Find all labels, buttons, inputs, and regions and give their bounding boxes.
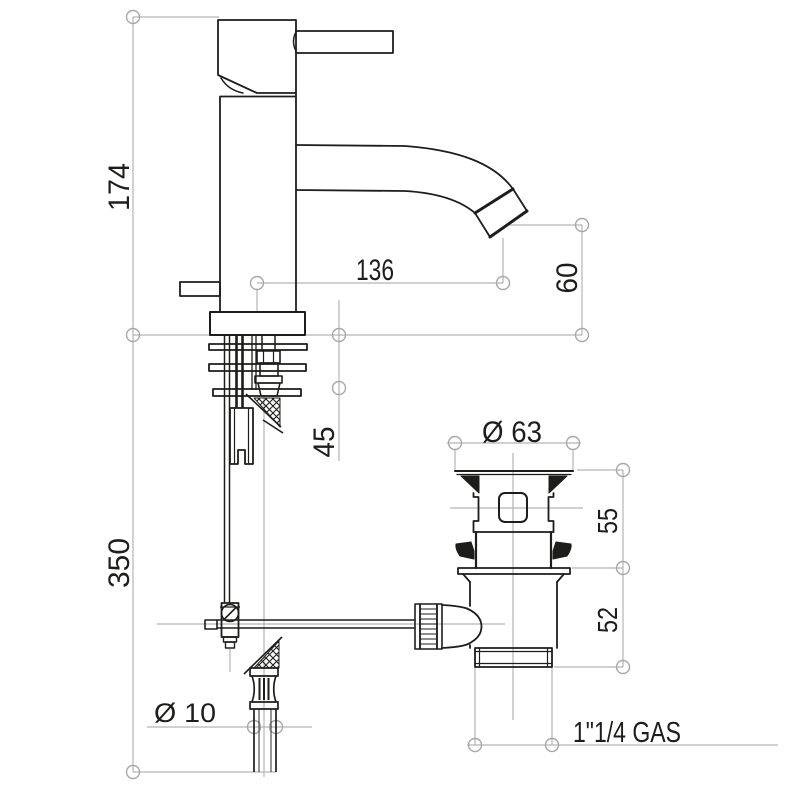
dimension-labels: 174 350 45 60 55 52 136 Ø 63 Ø 10 1"1/4 … — [103, 163, 681, 749]
marker-circle — [249, 275, 265, 291]
dimension-lines — [132, 16, 778, 777]
hose-break-upper — [245, 393, 284, 434]
washer-plate — [208, 363, 307, 372]
aerator-joint-line — [473, 187, 515, 215]
dim-label-dia63: Ø 63 — [482, 416, 542, 449]
handle-lever — [295, 30, 394, 54]
fixing-wing-right — [552, 541, 572, 560]
clamp-screw — [220, 603, 240, 623]
dim-label-45: 45 — [308, 427, 341, 458]
supply-pipe — [251, 336, 257, 390]
dimension-markers — [125, 9, 631, 780]
marker-circle — [495, 275, 511, 291]
side-tab — [179, 281, 221, 297]
clamp-nut — [224, 641, 236, 649]
washer-plate — [208, 343, 308, 351]
rod-knurled-nut — [414, 603, 443, 650]
dim-label-174: 174 — [103, 163, 136, 211]
marker-circle — [125, 764, 141, 780]
fixing-wing-left — [455, 541, 475, 560]
knurl-cap-right — [436, 603, 443, 650]
dim-label-136: 136 — [356, 254, 394, 287]
knurl-body — [419, 603, 438, 650]
marker-circle — [574, 327, 590, 343]
lever-root-arc — [292, 31, 297, 52]
spout — [295, 144, 528, 238]
marker-circle — [615, 560, 631, 576]
marker-circle — [447, 435, 463, 451]
marker-circle — [544, 737, 560, 753]
marker-circle — [467, 737, 483, 753]
marker-circle — [331, 380, 347, 396]
marker-circle — [615, 462, 631, 478]
faucet — [179, 19, 529, 336]
waste-body-upper-right — [547, 492, 555, 533]
tailpiece-threads — [474, 647, 553, 668]
marker-circle — [331, 327, 347, 343]
dim-label-dia10: Ø 10 — [154, 698, 216, 728]
inlet-boss-top — [441, 604, 468, 610]
waste-tailpiece — [474, 647, 553, 668]
flexible-hose-lower — [243, 636, 283, 772]
hose-break-cut — [262, 419, 284, 434]
washer-plate — [212, 388, 302, 397]
rod-fork-inner — [233, 408, 250, 464]
push-button — [498, 492, 528, 523]
fitting-nut — [256, 350, 281, 364]
rod-fork — [229, 407, 254, 465]
horizontal-rod — [217, 619, 415, 629]
supply-hose-fitting — [254, 350, 283, 397]
clamp-screw-slot — [223, 606, 237, 620]
dim-label-350: 350 — [103, 538, 136, 588]
rod-end-cap — [204, 619, 218, 630]
hose-collar — [249, 701, 279, 710]
hose-connector-side — [251, 675, 256, 703]
waste-body-upper-left — [472, 492, 480, 533]
fitting-flare — [254, 375, 283, 384]
flange-seal-left — [460, 475, 480, 494]
base-plate — [209, 311, 306, 336]
marker-circle — [125, 9, 141, 25]
flange-seal-right — [548, 475, 568, 494]
handle-head — [217, 19, 297, 94]
dim-label-60: 60 — [551, 263, 584, 294]
dim-label-55: 55 — [592, 508, 623, 534]
spout-tip-face — [488, 209, 529, 239]
faucet-body — [219, 92, 297, 313]
fitting-nut-facets — [262, 351, 275, 363]
hose-braid-hatch — [253, 640, 280, 669]
marker-circle — [125, 327, 141, 343]
popup-linkage — [204, 602, 443, 650]
hose-tube — [253, 709, 277, 772]
hose-break-cut — [245, 393, 282, 428]
marker-circle — [615, 659, 631, 675]
mounting-hardware — [208, 336, 308, 603]
waste-body-mid — [474, 530, 553, 570]
deck-washers — [208, 343, 308, 397]
hose-connector-ribs — [258, 678, 270, 700]
waste-washer — [457, 567, 571, 575]
handle-pivot-arc — [220, 77, 244, 94]
popup-rod — [223, 336, 231, 603]
hose-tube-inner — [258, 709, 272, 772]
marker-circle — [574, 217, 590, 233]
drain-assembly — [441, 470, 574, 668]
waste-taper — [462, 573, 565, 583]
marker-circle — [565, 435, 581, 451]
dim-label-thread: 1"1/4 GAS — [573, 717, 681, 749]
hose-collar — [249, 667, 279, 677]
dim-label-52: 52 — [592, 607, 623, 633]
threaded-stud — [235, 336, 244, 408]
fitting-waist — [259, 362, 279, 377]
knurl-ribs — [420, 608, 437, 645]
inlet-boss-bottom — [441, 643, 468, 649]
hose-connector-side — [272, 675, 277, 703]
inlet-boss-arc — [466, 607, 483, 646]
